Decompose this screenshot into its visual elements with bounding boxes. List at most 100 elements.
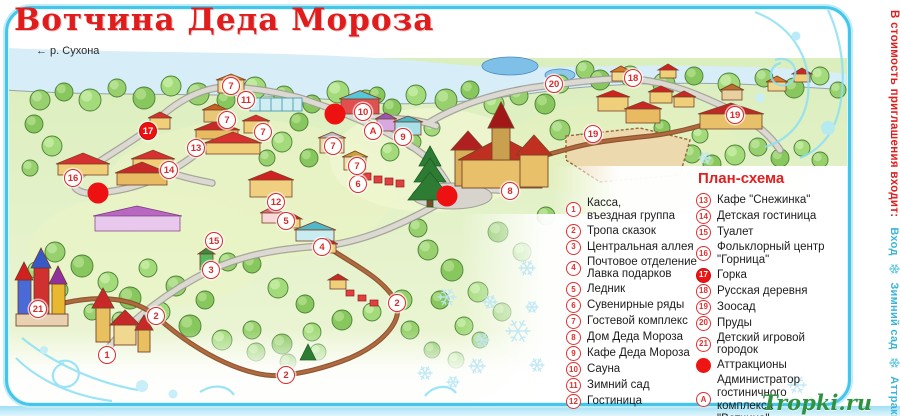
- legend-item-label: Кафе Деда Мороза: [587, 347, 690, 360]
- legend-marker-badge: 13: [696, 193, 711, 208]
- legend-marker-badge: 18: [696, 283, 711, 299]
- legend-marker-badge: 7: [566, 314, 581, 330]
- sidebar-included-list: Вход❄Зимний сад❄Аттракционы: [886, 227, 900, 416]
- legend-marker-badge: 20: [696, 315, 711, 331]
- attraction-dot-marker: [324, 103, 346, 125]
- legend-marker-badge: 21: [696, 336, 711, 352]
- river-label: ← р. Сухона: [36, 45, 100, 57]
- map-marker-7: 7: [254, 123, 272, 141]
- legend-marker-badge: 5: [566, 282, 581, 298]
- legend-item-label: Почтовое отделение Лавка подарков: [587, 255, 697, 281]
- map-marker-18: 18: [624, 69, 642, 87]
- map-marker-16: 16: [64, 169, 82, 187]
- legend-marker-badge: 8: [566, 330, 581, 346]
- sidebar-price-note: В стоимость приглашения входит:: [888, 10, 900, 218]
- legend-item-label: Детский игровой городок: [717, 331, 805, 357]
- legend-item: 13 Кафе "Снежинка": [696, 193, 852, 208]
- legend-item: 15 Туалет: [696, 225, 852, 240]
- watermark: Tropki.ru: [762, 390, 873, 415]
- map-marker-10: 10: [354, 103, 372, 121]
- map-marker-2: 2: [277, 366, 295, 384]
- legend-marker-badge: 16: [696, 246, 711, 262]
- legend-item-label: Гостиница: [587, 395, 643, 408]
- legend-item-label: Зимний сад: [587, 379, 650, 392]
- legend-item: 14 Детская гостиница: [696, 209, 852, 224]
- legend-marker-badge: А: [696, 392, 711, 408]
- legend-heading: План-схема: [698, 170, 785, 187]
- map-marker-20: 20: [545, 75, 563, 93]
- map-marker-7: 7: [324, 137, 342, 155]
- map-marker-2: 2: [147, 307, 165, 325]
- map-marker-9: 9: [394, 128, 412, 146]
- legend-item-label: Гостевой комплекс: [587, 315, 688, 328]
- legend-item-label: Фольклорный центр "Горница": [717, 241, 825, 266]
- legend-item: 7 Гостевой комплекс: [566, 314, 708, 330]
- legend-item-label: Детская гостиница: [717, 210, 817, 223]
- bottom-strip: [0, 406, 900, 416]
- legend-item: 6 Сувенирные ряды: [566, 298, 708, 314]
- snowflake-icon: ❄: [886, 263, 900, 276]
- map-marker-11: 11: [237, 91, 255, 109]
- legend-item: 9 Кафе Деда Мороза: [566, 346, 708, 362]
- legend-item-label: Касса, въездная группа: [587, 197, 676, 222]
- legend-marker-badge: 11: [566, 378, 581, 394]
- legend-item-label: Пруды: [717, 316, 752, 329]
- legend-marker-badge: 12: [566, 394, 581, 410]
- legend-item-label: Русская деревня: [717, 284, 808, 297]
- legend-item-label: Дом Деда Мороза: [587, 331, 684, 344]
- map-marker-7: 7: [348, 157, 366, 175]
- legend-item: 21 Детский игровой городок: [696, 332, 852, 358]
- legend-item-label: Ледник: [587, 283, 626, 296]
- map-marker-19: 19: [584, 125, 602, 143]
- page-title: Вотчина Деда Мороза: [14, 2, 435, 38]
- sidebar-included-item: Аттракционы: [888, 376, 900, 416]
- map-marker-13: 13: [187, 139, 205, 157]
- map-marker-3: 3: [202, 261, 220, 279]
- map-marker-21: 21: [29, 300, 47, 318]
- legend-marker-badge: 19: [696, 299, 711, 315]
- legend-item-label: Туалет: [717, 226, 754, 239]
- legend-item: 12 Гостиница: [566, 394, 708, 410]
- legend-column-2: План-схема 13 Кафе "Снежинка" 14 Детская го…: [696, 170, 852, 416]
- legend-marker-badge: 15: [696, 225, 711, 240]
- legend-item-label: Горка: [717, 268, 747, 281]
- legend-item-label: Кафе "Снежинка": [717, 194, 811, 207]
- legend-marker-badge: 9: [566, 346, 581, 362]
- map-marker-1: 1: [98, 346, 116, 364]
- legend-item: 20 Пруды: [696, 315, 852, 331]
- map-marker-7: 7: [218, 111, 236, 129]
- legend-marker-badge: 6: [566, 298, 581, 314]
- legend-item: 11 Зимний сад: [566, 378, 708, 394]
- map-marker-2: 2: [388, 294, 406, 312]
- legend-item: 17 Горка: [696, 267, 852, 283]
- legend-item-label: Сувенирные ряды: [587, 299, 685, 312]
- sidebar-included-item: Зимний сад: [888, 282, 900, 350]
- legend-item: 19 Зоосад: [696, 299, 852, 315]
- map-marker-15: 15: [205, 232, 223, 250]
- legend-item: 18 Русская деревня: [696, 283, 852, 299]
- legend-item: 8 Дом Деда Мороза: [566, 330, 708, 346]
- map-marker-12: 12: [267, 193, 285, 211]
- legend-marker-badge: 14: [696, 209, 711, 224]
- legend-marker-badge: 17: [696, 267, 711, 283]
- legend-item-label: Аттракционы: [717, 359, 787, 372]
- legend-item-label: Тропа сказок: [587, 224, 656, 237]
- legend-item: 4 Почтовое отделение Лавка подарков: [566, 256, 708, 282]
- attraction-dot-icon: [696, 358, 711, 374]
- legend-marker-badge: 10: [566, 362, 581, 378]
- map-marker-8: 8: [501, 182, 519, 200]
- map-marker-5: 5: [277, 212, 295, 230]
- legend-marker-badge: 3: [566, 239, 581, 255]
- legend-item-label: Зоосад: [717, 300, 756, 313]
- legend-item-label: Центральная аллея: [587, 240, 694, 253]
- map-marker-6: 6: [349, 175, 367, 193]
- attraction-dot-marker: [436, 185, 458, 207]
- legend-item: 3 Центральная аллея: [566, 239, 708, 255]
- legend-item: Аттракционы: [696, 358, 852, 374]
- legend-marker-badge: 4: [566, 260, 581, 276]
- legend-marker-badge: 2: [566, 223, 581, 239]
